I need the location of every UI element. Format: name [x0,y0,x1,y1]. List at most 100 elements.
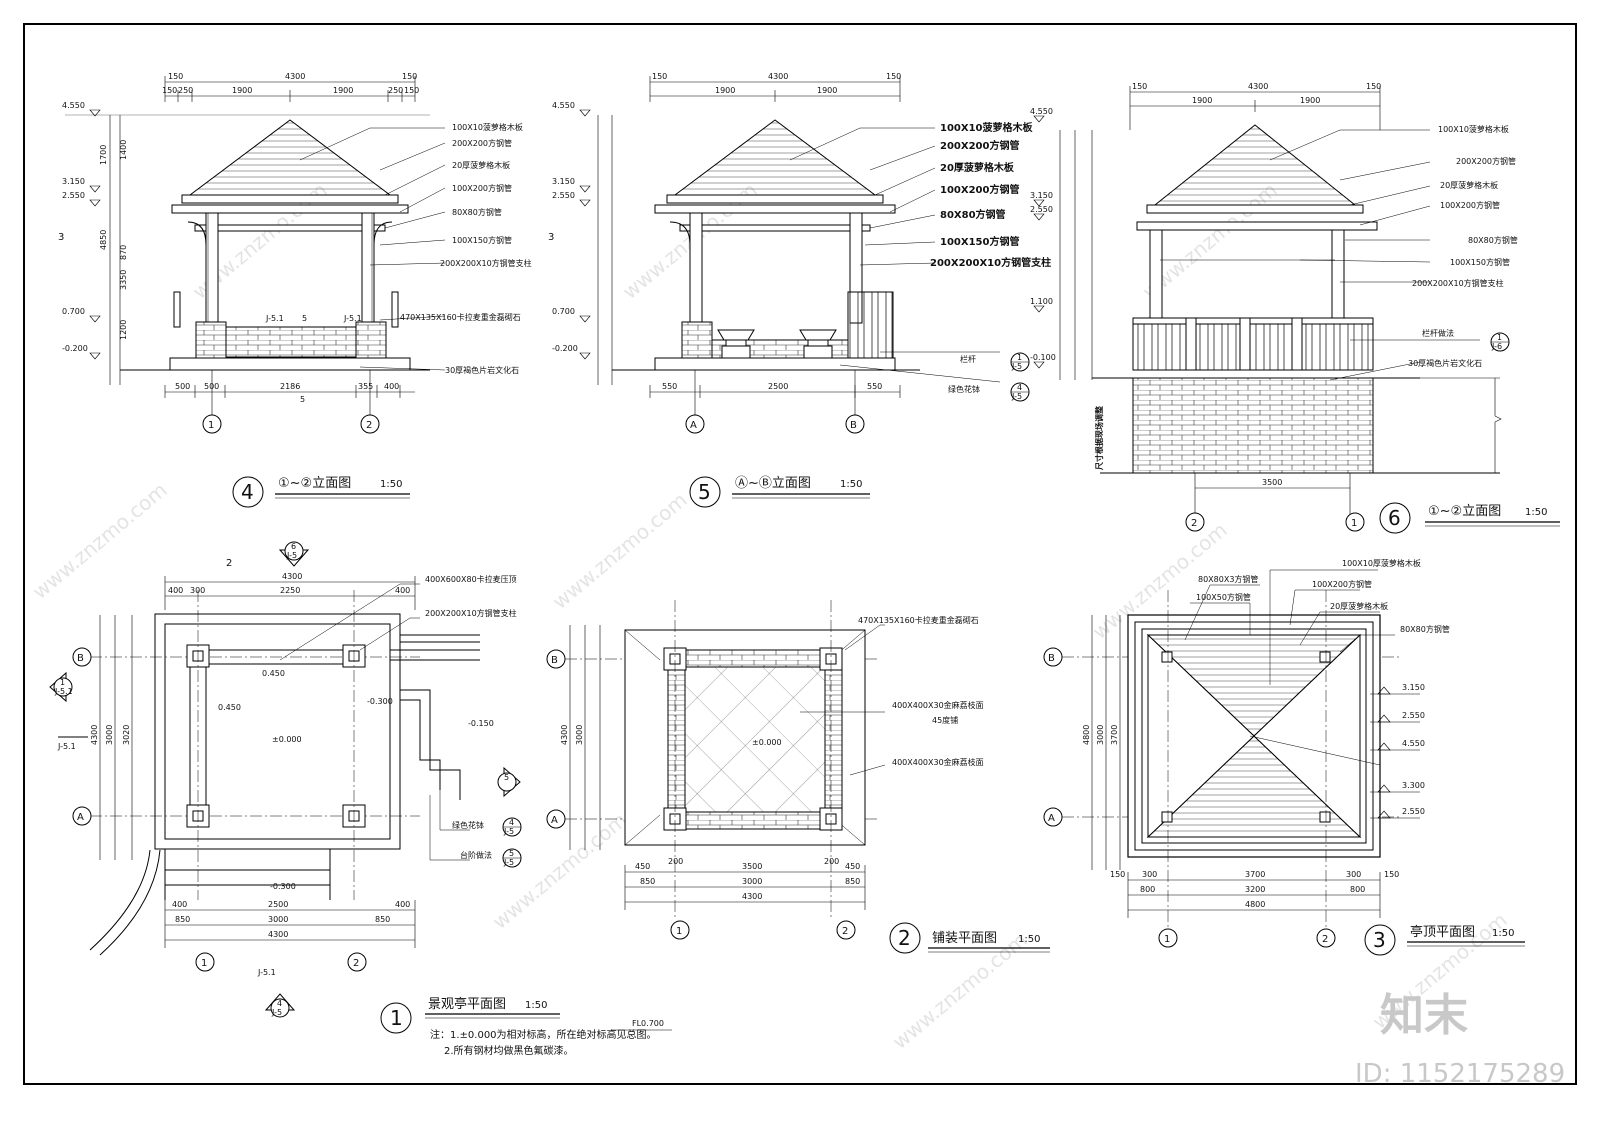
material-label: 100X200方钢管 [940,183,1019,196]
elev4-plinth [169,357,411,371]
dim-text: 200 [668,857,683,866]
dim-text: 2500 [768,382,788,391]
dim-text: 4300 [282,572,302,581]
level-text: ±0.000 [272,735,302,744]
elev4-stone-wall [199,326,381,358]
material-label: 100X10菠萝格木板 [452,122,523,132]
ref-text: J-5 [503,858,514,867]
elev6-column [1149,229,1163,321]
view-number: 1 [390,1006,403,1030]
level-text: 2.550 [1402,711,1425,720]
dim-text: 3000 [268,915,288,924]
dim-text: 150 [162,86,177,95]
material-label: 400X400X30金麻荔枝面 [892,700,984,710]
dim-text: 4300 [285,72,305,81]
dim-text: 150 [886,72,901,81]
watermark: www.znzmo.com [548,488,692,614]
view-title: Ⓐ~Ⓑ立面图 [735,476,811,491]
dim-text: 3000 [742,877,762,886]
dim-text: 4800 [1245,900,1265,909]
plan3-roof-panel [1147,633,1255,839]
material-label: 台阶做法 [460,850,492,860]
elev4-top-dimensions [164,76,416,102]
axis-label: 1 [1164,934,1170,945]
dim-text: 3000 [105,725,114,745]
material-label: 100X150方钢管 [1450,257,1510,267]
plan1-outline [154,613,401,850]
plan2-paving-field [684,666,826,813]
dim-text: 1200 [119,320,128,340]
dim-text: 150 [1366,82,1381,91]
view-title: ①~②立面图 [1428,504,1501,519]
material-label: 400X600X80卡拉麦压顶 [425,574,517,584]
ref-text: J-5 [286,551,297,560]
dim-text: 150 [652,72,667,81]
ref-text: 5 [504,773,509,782]
material-label: 200X200X10方钢管支柱 [425,608,517,618]
ref-text: 6 [291,542,296,551]
dim-text: 4300 [1248,82,1268,91]
id-label: ID: 1152175289 [1355,1059,1565,1089]
dim-text: 500 [204,382,219,391]
ref-text: 1 [1497,333,1502,342]
dim-text: 1900 [232,86,252,95]
axis-bubble [360,414,380,434]
dim-text: 850 [375,915,390,924]
axis-label: 2 [366,420,372,431]
material-label: 200X200X10方钢管支柱 [930,256,1051,269]
dim-text: 550 [662,382,677,391]
callout-label: 栏杆 [960,354,976,364]
dim-text: 150 [404,86,419,95]
dim-text: 850 [845,877,860,886]
elev4-level-marks [65,109,430,385]
dim-text: 1900 [715,86,735,95]
dim-text: 4800 [1082,725,1091,745]
ref-text: 4 [277,999,282,1008]
level-text: -0.200 [62,344,88,353]
view-title: ①~②立面图 [278,476,351,491]
view-title: 亭顶平面图 [1410,924,1475,940]
material-label: 20厚菠萝格木板 [940,161,1015,174]
watermark: www.znzmo.com [28,478,172,604]
fl-label: FL0.700 [632,1019,664,1028]
side-note: 尺寸根据现场调整 [1094,406,1104,470]
ref-text: 4 [509,818,514,827]
elev4-fascia [181,194,399,204]
view-number: 5 [698,480,711,504]
material-label: 100X10厚菠萝格木板 [1342,558,1421,568]
ref-text: J-5 [503,827,514,836]
dim-text: 2250 [280,586,300,595]
axis-label: A [1048,813,1055,824]
dim-text: 850 [175,915,190,924]
material-label: 400X400X30金麻荔枝面 [892,757,984,767]
note-line: 2.所有钢材均做黑色氟碳漆。 [444,1044,574,1057]
axis-label: 1 [208,420,214,431]
elev4-roof [188,119,392,196]
side-mark: 3 [58,232,64,243]
axis-label: A [77,812,84,823]
ref-text: 5 [302,314,307,323]
dim-text: 250 [178,86,193,95]
elev4-beam [171,204,409,214]
ref-text: 1 [60,678,65,687]
level-text: 3.150 [552,177,575,186]
dim-text: 1900 [1192,96,1212,105]
level-text: -0.150 [468,719,494,728]
axis-label: 2 [842,926,848,937]
elev4-bottom-dimensions [164,370,415,420]
ref-text: 4 [1017,383,1022,392]
side-mark: 3 [548,232,554,243]
axis-label: 1 [201,958,207,969]
elev5-column [689,212,703,324]
dim-text: 550 [867,382,882,391]
material-label: 30厚褐色片岩文化石 [445,365,519,375]
axis-label: A [551,815,558,826]
axis-label: A [690,420,697,431]
level-text: 0.450 [262,669,285,678]
dim-text: 500 [175,382,190,391]
dim-text: 4300 [560,725,569,745]
level-text: 3.300 [1402,781,1425,790]
plan-1: 6 J-5 2 4300 400 300 2250 400 4300 3000 … [49,541,672,1057]
level-text: ±0.000 [752,738,782,747]
